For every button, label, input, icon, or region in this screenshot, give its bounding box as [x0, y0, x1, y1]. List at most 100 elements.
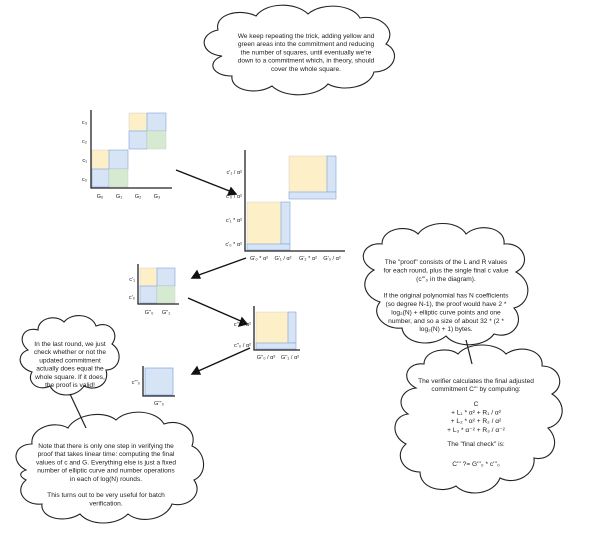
- arrow-2-to-3: [195, 257, 247, 277]
- d4-yellow: [255, 311, 289, 344]
- d3-y-label: c'₀: [129, 295, 136, 301]
- cloud-last_round-line: check whether or not the: [34, 349, 107, 356]
- arrow-3-to-4-head: [237, 316, 249, 328]
- d3-x-label: G''₁: [162, 310, 170, 316]
- d2-blue-strip-h2: [288, 191, 337, 200]
- d2-yellow-1: [246, 201, 282, 245]
- cloud-proof-text: The "proof" consists of the L and R valu…: [384, 259, 510, 333]
- d4-axes: [253, 306, 300, 351]
- arrow-1-to-2: [175, 169, 233, 193]
- d2-x-label: G'₁ / α²: [274, 256, 291, 262]
- cloud-proof-line: for each round, plus the single final c …: [384, 267, 509, 274]
- d1-green-1: [108, 168, 129, 188]
- connector-line-last-onestep: [69, 393, 87, 429]
- d4-y-label: c''₀ / α²: [234, 343, 251, 349]
- d3-blue-1: [156, 267, 176, 287]
- d4-x-label: G''₁ / α²: [281, 355, 299, 361]
- d4-blue-h: [255, 342, 297, 350]
- d2-blue-strip-v2: [326, 155, 337, 193]
- d2-blue-strip-h1: [246, 243, 291, 251]
- cloud-proof-line: The "proof" consists of the L and R valu…: [385, 259, 508, 266]
- cloud-top-text: We keep repeating the trick, adding yell…: [238, 33, 375, 73]
- verifier-final-label: The "final check" is:: [447, 441, 505, 448]
- cloud-one_step-line: in each of log(N) rounds.: [70, 476, 142, 483]
- arrows: [175, 169, 251, 375]
- d1-blue-2: [91, 168, 110, 188]
- d1-y-label: c₂: [82, 139, 87, 145]
- cloud-proof-line: log₂(N) + 1) bytes.: [419, 326, 472, 333]
- cloud-top-shape: [203, 4, 396, 96]
- cloud-one_step-line: verification.: [89, 500, 123, 507]
- cloud-proof-line: (so degree N-1), the proof would have 2 …: [386, 301, 507, 308]
- cloud-proof-line: If the original polynomial has N coeffic…: [384, 293, 510, 300]
- d1-x-label: G₃: [154, 194, 161, 200]
- d4-x-label: G''₀ / α²: [257, 355, 276, 361]
- cloud-last_round-line: In the last round, we just: [34, 341, 106, 348]
- d1-axes: [90, 110, 172, 189]
- d1-x-label: G₀: [97, 194, 104, 200]
- diagram-4: [253, 306, 300, 351]
- verifier-final-equation: C''' ?= G'''₀ * c'''₀: [452, 461, 500, 468]
- cloud-verifier-shape: [394, 344, 563, 494]
- verifier-formula-line: + L₂ * α² + R₂ / α²: [451, 418, 502, 425]
- d2-axes: [244, 150, 345, 252]
- cloud-last_round-line: updated commitment: [39, 357, 101, 364]
- cloud-one-step-text: Note that there is only one step in veri…: [36, 443, 176, 507]
- d1-y-label: c₀: [82, 177, 88, 183]
- cloud-one_step-line: This turns out to be very useful for bat…: [47, 492, 165, 499]
- arrow-3-to-4: [187, 297, 244, 323]
- d2-x-label: G'₂ * α²: [299, 256, 317, 262]
- d1-x-label: G₂: [135, 194, 142, 200]
- cloud-verifier-text: The verifier calculates the final adjust…: [418, 378, 534, 468]
- d2-x-label: G'₀ * α²: [250, 256, 268, 262]
- d3-y-label: c'₁: [129, 277, 135, 283]
- verifier-formula-line: + L₃ * α⁻² + R₃ / α⁻²: [447, 427, 506, 434]
- verifier-intro-line: The verifier calculates the final adjust…: [418, 378, 534, 385]
- connector-line-proof-verifier: [465, 339, 473, 365]
- d3-green: [156, 285, 176, 304]
- cloud-top-line: green areas into the commitment and redu…: [238, 41, 375, 48]
- cloud-one-step-shape: [15, 411, 205, 524]
- d1-y-label: c₁: [82, 158, 87, 164]
- verifier-intro-line: commitment C''' by computing:: [431, 386, 520, 393]
- cloud-top-line: We keep repeating the trick, adding yell…: [238, 33, 375, 40]
- d5-x-label: G'''₀: [154, 401, 165, 407]
- d5-axes: [142, 366, 175, 397]
- verifier-formula-line: + L₁ * α² + R₁ / α²: [451, 410, 502, 417]
- cloud-last-round-shape: [19, 315, 120, 396]
- cloud-one_step-line: proof that takes linear time: computing …: [38, 451, 175, 458]
- cloud-one_step-line: values of c and G. Everything else is ju…: [36, 459, 176, 466]
- d1-blue-4: [128, 130, 148, 150]
- d2-y-label: c'₀ / α²: [226, 194, 242, 200]
- d1-green-2: [146, 130, 167, 150]
- cloud-one_step-line: number of elliptic curve and number oper…: [37, 468, 175, 475]
- arrow-1-to-2-head: [226, 186, 238, 196]
- cloud-one_step-line: Note that there is only one step in veri…: [38, 443, 174, 450]
- cloud-proof-line: (c'''₀ in the diagram).: [416, 276, 476, 283]
- arrow-4-to-5-head: [190, 365, 202, 375]
- diagram-1: [90, 110, 172, 189]
- d5-y-label: c'''₀: [132, 380, 141, 386]
- d2-blue-strip-v1: [280, 201, 291, 245]
- d1-blue-3: [146, 112, 167, 132]
- arrow-2-to-3-head: [190, 269, 202, 279]
- d3-axes: [137, 264, 179, 305]
- d3-x-label: G''₀: [145, 310, 154, 316]
- d3-yellow: [139, 267, 158, 287]
- d2-y-label: c'₀ * α²: [225, 242, 242, 248]
- d1-x-label: G₁: [116, 194, 122, 200]
- d2-yellow-2: [288, 155, 328, 193]
- cloud-last_round-line: the proof is valid!: [45, 382, 95, 389]
- diagram-3: [137, 264, 179, 305]
- cloud-top-line: the number of squares, until eventually …: [241, 49, 372, 56]
- d3-blue-2: [139, 285, 158, 304]
- d1-blue-1: [108, 149, 129, 170]
- cloud-proof-shape: [362, 222, 529, 346]
- diagram-2: [244, 150, 345, 252]
- cloud-last_round-line: actually does equal the: [36, 366, 104, 373]
- cloud-last_round-line: whole square. If it does,: [34, 374, 105, 381]
- arrow-4-to-5: [195, 347, 251, 373]
